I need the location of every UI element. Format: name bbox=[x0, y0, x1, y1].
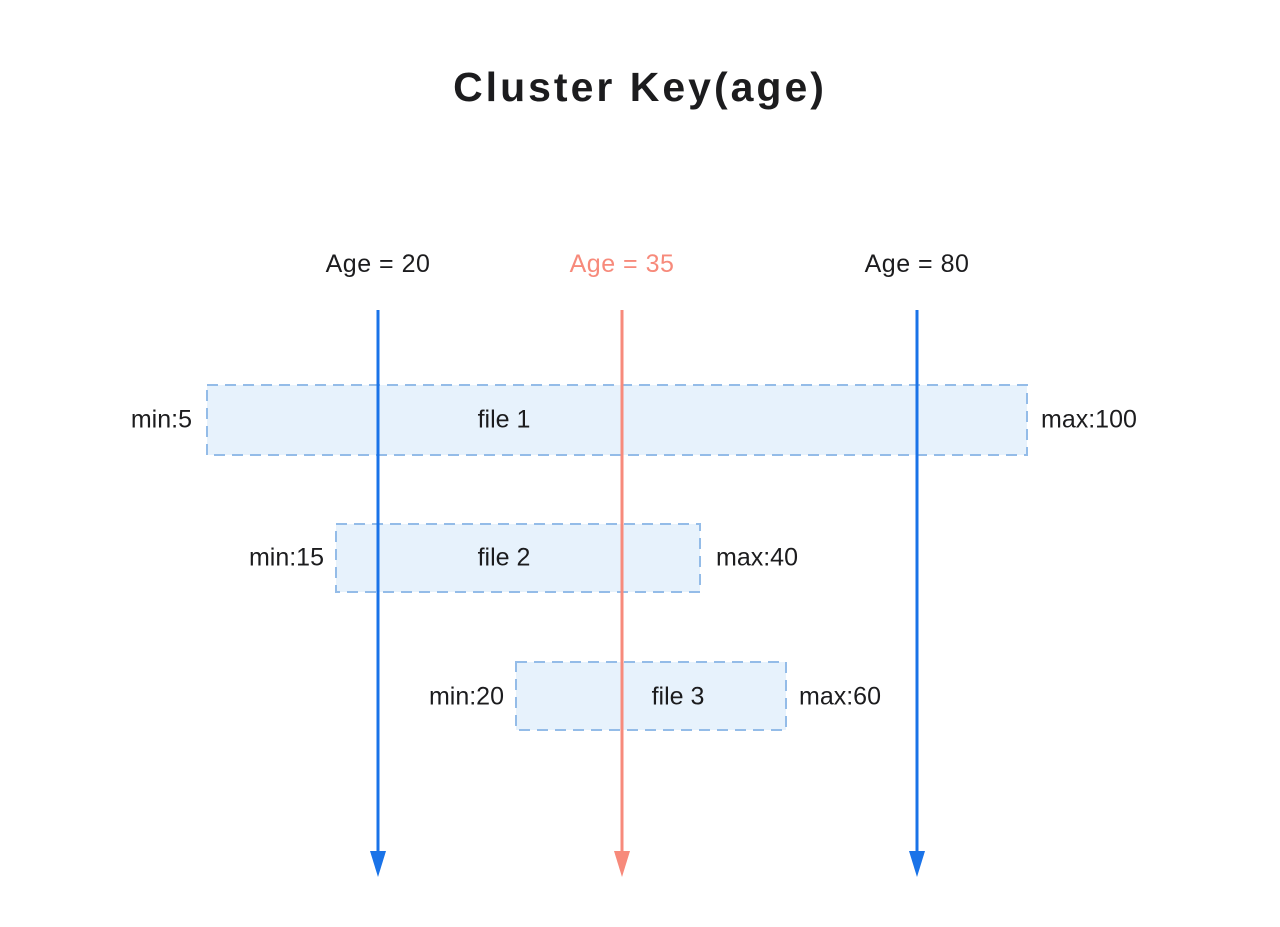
file-2-label: file 2 bbox=[477, 543, 531, 572]
arrow-down-icon bbox=[614, 851, 630, 877]
arrow-down-icon bbox=[909, 851, 925, 877]
age-marker-label-80: Age = 80 bbox=[864, 250, 970, 278]
file-3-min-label: min:20 bbox=[428, 682, 504, 711]
file-1-min-label: min:5 bbox=[130, 405, 192, 434]
age-marker-label-35: Age = 35 bbox=[569, 250, 675, 278]
age-80-arrow bbox=[909, 310, 925, 877]
file-1-range-box bbox=[206, 384, 1028, 456]
arrow-down-icon bbox=[370, 851, 386, 877]
file-2-max-label: max:40 bbox=[716, 543, 798, 572]
file-3-label: file 3 bbox=[651, 682, 705, 711]
age-20-arrow bbox=[370, 310, 386, 877]
age-marker-label-20: Age = 20 bbox=[325, 250, 431, 278]
file-1-label: file 1 bbox=[477, 405, 531, 434]
file-1-max-label: max:100 bbox=[1041, 405, 1137, 434]
diagram-title: Cluster Key(age) bbox=[453, 64, 827, 110]
age-35-arrow bbox=[614, 310, 630, 877]
file-2-range-box bbox=[335, 523, 701, 593]
file-2-min-label: min:15 bbox=[248, 543, 324, 572]
file-3-range-box bbox=[515, 661, 787, 731]
file-3-max-label: max:60 bbox=[799, 682, 881, 711]
